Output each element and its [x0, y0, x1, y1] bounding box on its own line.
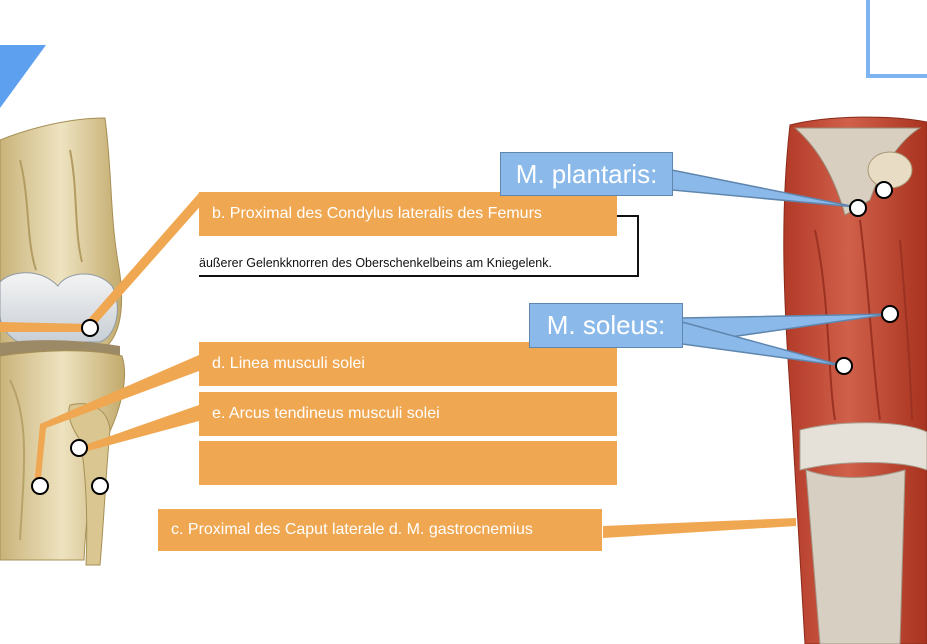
blue-callout-arrows: [671, 169, 891, 367]
marker-e: [70, 439, 88, 457]
label-empty: [199, 441, 617, 485]
corner-frame-decoration: [866, 0, 927, 78]
marker-d: [31, 477, 49, 495]
orange-callout-lines: [0, 193, 796, 538]
calf-muscle-illustration: [783, 116, 927, 644]
corner-triangle-decoration: [0, 45, 46, 108]
marker-top-right: [875, 181, 893, 199]
label-d: d. Linea musculi solei: [199, 342, 617, 386]
knee-bone-illustration: [0, 117, 125, 566]
marker-circles: [31, 181, 899, 495]
label-b: b. Proximal des Condylus lateralis des F…: [199, 192, 617, 236]
marker-extra: [91, 477, 109, 495]
label-b-note: äußerer Gelenkknorren des Oberschenkelbe…: [199, 256, 552, 270]
marker-b: [81, 319, 99, 337]
label-m-soleus: M. soleus:: [529, 303, 683, 348]
label-m-plantaris: M. plantaris:: [500, 152, 673, 196]
b-note-bracket: [199, 215, 639, 277]
marker-soleus-2: [835, 357, 853, 375]
label-e: e. Arcus tendineus musculi solei: [199, 392, 617, 436]
marker-soleus-1: [881, 305, 899, 323]
marker-plantaris: [849, 199, 867, 217]
label-c: c. Proximal des Caput laterale d. M. gas…: [158, 509, 602, 551]
